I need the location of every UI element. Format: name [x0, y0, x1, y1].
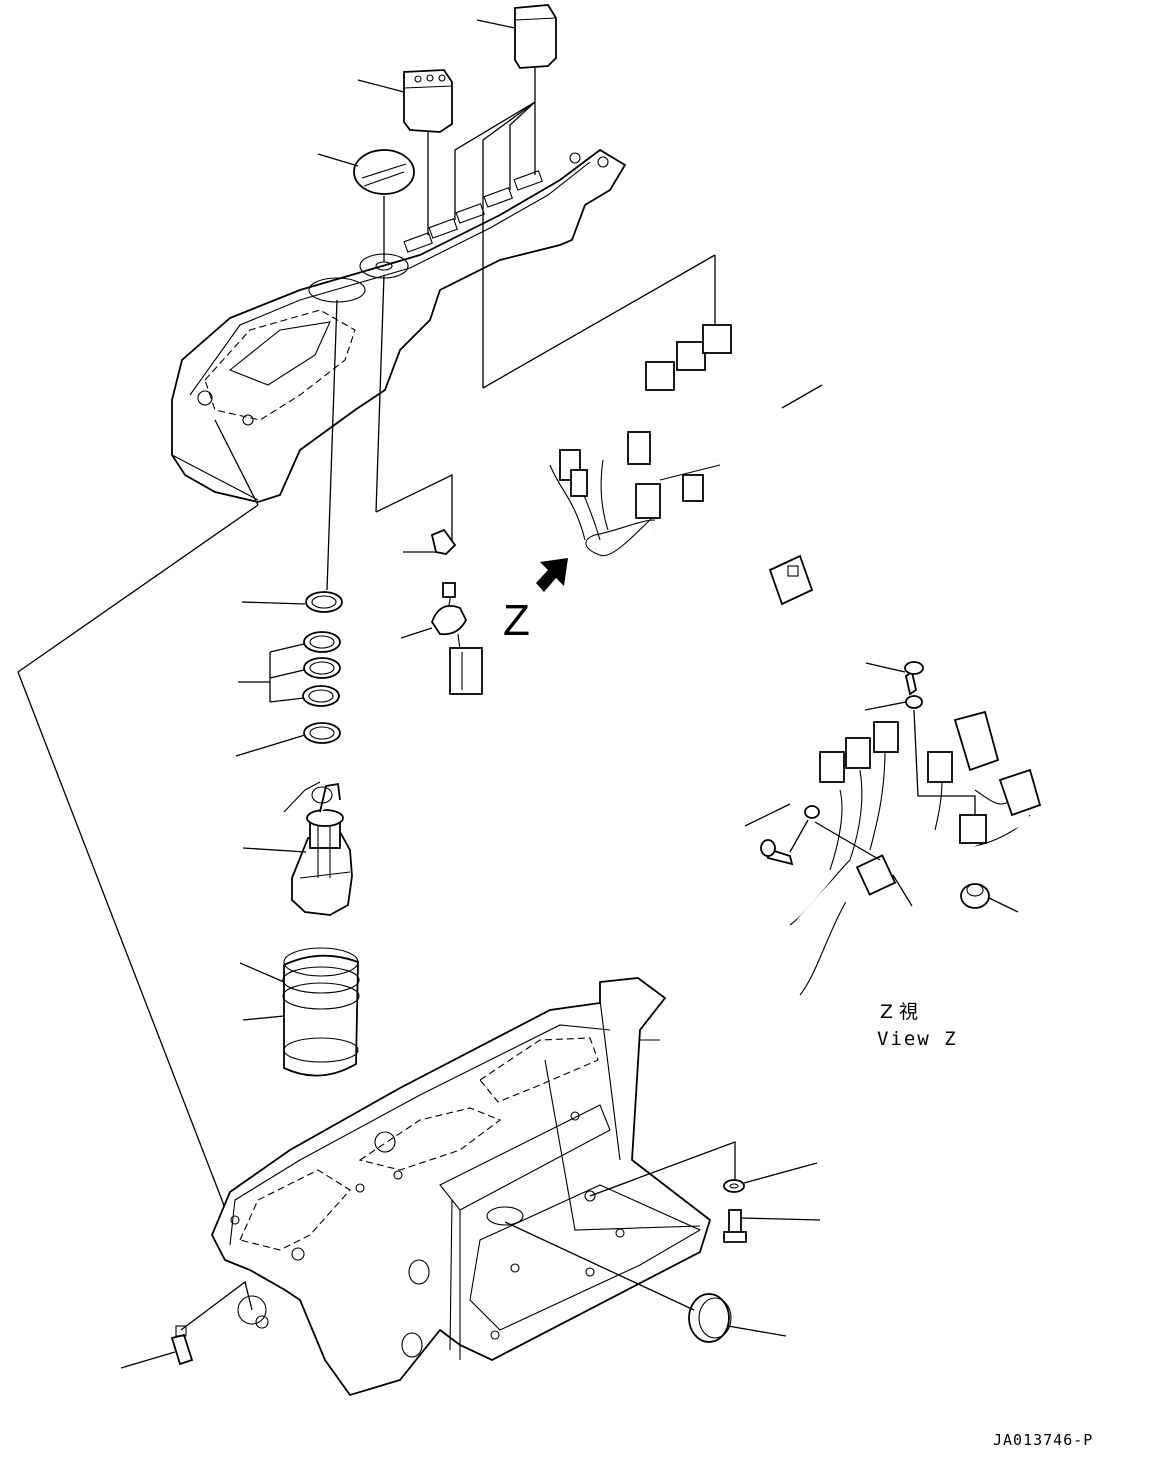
- o-ring-leaders: [235, 601, 306, 757]
- wire-harness: [549, 324, 823, 726]
- view-z-arrow: Z: [503, 558, 568, 645]
- view-caption-en: View Z: [877, 1028, 958, 1050]
- leader-lines-middle: [17, 274, 453, 1209]
- drawing-code: JA013746-P: [993, 1431, 1093, 1449]
- rubber-plug: [504, 1221, 787, 1343]
- rocker-switch-lit: [403, 69, 453, 133]
- wire-clip: [403, 528, 457, 555]
- view-arrow-letter: Z: [503, 596, 530, 645]
- leader-lines-top: [317, 19, 716, 389]
- washer-bottom: [589, 1141, 818, 1197]
- rocker-switch-top: [514, 4, 557, 69]
- console-cover: [171, 148, 627, 503]
- cylinder-cup: [239, 947, 360, 1077]
- o-rings: [302, 591, 343, 744]
- view-z-detail: Z 視 View Z: [744, 661, 1042, 1050]
- bolt-bottom: [723, 1209, 821, 1243]
- ignition-key-switch: [242, 781, 353, 916]
- console-base: [211, 977, 712, 1397]
- cable-clamp-bottom: [120, 1280, 253, 1369]
- sensor-unit: [400, 582, 483, 695]
- round-cap: [353, 149, 415, 195]
- view-caption-kanji: Z 視: [880, 1001, 918, 1023]
